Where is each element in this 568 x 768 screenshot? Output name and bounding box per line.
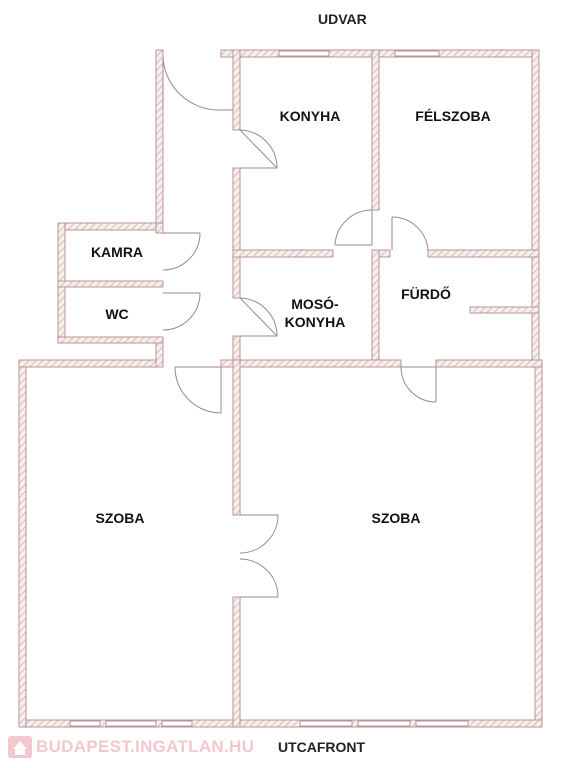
window-bottom-1 [69,720,101,727]
room-label-mosokonyha-line1: MOSÓ- [291,296,339,312]
door-wc [162,292,201,331]
wall-corridor-left-top [155,49,164,224]
room-label-mosokonyha: MOSÓ- KONYHA [262,295,368,331]
room-label-furdo: FÜRDŐ [401,286,451,302]
wall-kamra-top [57,222,164,231]
doors [162,57,437,598]
wall-right-bottom [534,359,543,728]
room-label-szoba-left: SZOBA [95,510,145,526]
windows [69,50,469,727]
window-bottom-2 [105,720,157,727]
window-konyha [278,50,330,57]
wall-top [220,49,540,58]
walls [18,49,543,728]
wall-bedroom-top-1 [220,359,402,368]
wall-right [531,49,540,258]
door-furdo [391,216,429,251]
door-mosokonyha [239,297,278,337]
wall-mid-h-3 [427,249,540,258]
door-felszoba [334,209,373,246]
window-bottom-6 [415,720,469,727]
wall-corridor-right-1 [232,49,241,131]
room-label-wc: WC [105,306,129,322]
door-bedroom-left [174,366,222,414]
wall-furdo-stub [469,306,540,314]
wall-left-top [18,359,164,368]
watermark-text: BUDAPEST.INGATLAN.HU [36,737,255,756]
wall-wc-bottom [57,336,164,344]
door-bedroom-right [400,366,437,403]
room-label-kamra: KAMRA [90,244,144,260]
window-felszoba [394,50,440,57]
label-utcafront: UTCAFRONT [278,739,366,755]
wall-bedroom-top-2 [435,359,543,368]
window-bottom-3 [161,720,193,727]
door-konyha [239,129,278,169]
door-kamra [162,232,201,271]
wall-corridor-left-bottom [155,342,164,368]
door-bedroom-double [239,514,279,598]
room-label-mosokonyha-line2: KONYHA [284,314,346,330]
room-label-szoba-right: SZOBA [371,510,421,526]
wall-kamra-wc [57,280,164,288]
wall-bedroom-divider-1 [232,359,241,516]
wall-konyha-felszoba [371,49,380,211]
wall-corridor-right-2 [232,167,241,299]
watermark-logo [8,736,32,758]
label-udvar: UDVAR [318,11,367,27]
wall-mid-h-1 [232,249,334,258]
wall-bedroom-divider-2 [232,596,241,728]
room-label-konyha: KONYHA [279,108,341,124]
window-bottom-5 [357,720,411,727]
door-entrance [162,57,233,111]
room-label-felszoba: FÉLSZOBA [415,108,491,124]
wall-kamra-door-jamb [155,222,164,234]
wall-left [18,359,27,728]
watermark: BUDAPEST.INGATLAN.HU [6,734,254,760]
window-bottom-4 [299,720,353,727]
wall-moso-furdo [371,249,380,368]
